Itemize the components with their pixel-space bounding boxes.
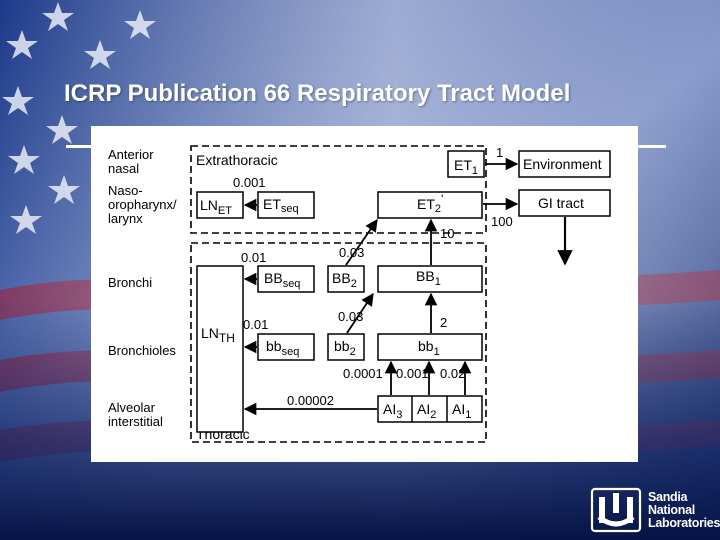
thoracic-region-outline bbox=[190, 242, 487, 443]
rate-et1-environment: 1 bbox=[496, 145, 503, 160]
rate-bb-small-2-bb1: 0.03 bbox=[338, 309, 363, 324]
box-ai-group bbox=[377, 395, 483, 423]
label-bronchi: Bronchi bbox=[108, 275, 152, 290]
box-gi-tract bbox=[518, 189, 611, 217]
rate-ai3: 0.0001 bbox=[343, 366, 383, 381]
rate-ai1: 0.02 bbox=[440, 366, 465, 381]
label-et1: ET1 bbox=[454, 157, 478, 177]
box-ln-th bbox=[196, 265, 244, 433]
label-ai1: AI1 bbox=[452, 401, 471, 421]
label-ln-th: LNTH bbox=[201, 325, 235, 345]
box-bb-small-seq bbox=[257, 333, 315, 361]
rate-ai-ln: 0.00002 bbox=[287, 393, 334, 408]
rate-et-ln: 0.001 bbox=[233, 175, 266, 190]
sandia-thunderbird-icon bbox=[590, 487, 642, 533]
slide-title: ICRP Publication 66 Respiratory Tract Mo… bbox=[64, 80, 571, 107]
box-et2 bbox=[377, 191, 483, 219]
label-bb-seq: BBseq bbox=[264, 270, 300, 290]
label-naso-oropharynx-larynx: Naso- oropharynx/ larynx bbox=[108, 183, 180, 226]
label-extrathoracic: Extrathoracic bbox=[196, 152, 278, 168]
arrow-bb-small-2-to-bb1 bbox=[346, 292, 374, 334]
respiratory-tract-diagram: Anterior nasal Naso- oropharynx/ larynx … bbox=[91, 126, 638, 462]
box-environment bbox=[518, 150, 611, 178]
rate-bb-small-1-bb1: 2 bbox=[440, 315, 447, 330]
box-bb-small-1 bbox=[377, 333, 483, 361]
rate-ai2: 0.001 bbox=[396, 366, 429, 381]
label-bb1: BB1 bbox=[416, 268, 441, 288]
box-ln-et bbox=[196, 191, 244, 219]
label-environment: Environment bbox=[523, 156, 602, 172]
box-bb2 bbox=[327, 265, 365, 293]
rate-bb1-et2: 10 bbox=[440, 226, 454, 241]
label-alveolar-interstitial: Alveolar interstitial bbox=[108, 400, 163, 429]
label-bb-small-1: bb1 bbox=[418, 338, 440, 358]
box-et-seq bbox=[257, 191, 315, 219]
label-bb-small-seq: bbseq bbox=[266, 338, 299, 358]
label-ln-et: LNET bbox=[200, 197, 232, 217]
label-bb2: BB2 bbox=[332, 270, 357, 290]
label-et2: ET2' bbox=[417, 192, 443, 215]
label-gi-tract: GI tract bbox=[538, 195, 584, 211]
label-ai3: AI3 bbox=[383, 401, 402, 421]
box-bb-seq bbox=[257, 265, 315, 293]
flag-stars bbox=[2, 2, 156, 234]
box-et1 bbox=[447, 150, 485, 178]
extrathoracic-region-outline bbox=[190, 145, 487, 234]
box-bb-small-2 bbox=[327, 333, 365, 361]
label-anterior-nasal: Anterior nasal bbox=[108, 147, 157, 176]
rate-et2-gi: 100 bbox=[491, 214, 513, 229]
arrow-bb2-to-et2 bbox=[345, 218, 378, 266]
label-et-seq: ETseq bbox=[263, 196, 299, 215]
label-ai2: AI2 bbox=[417, 401, 436, 421]
rate-bb-ln: 0.01 bbox=[241, 250, 266, 265]
label-bronchioles: Bronchioles bbox=[108, 343, 176, 358]
box-bb1 bbox=[377, 265, 483, 293]
label-bb-small-2: bb2 bbox=[334, 338, 356, 358]
rate-bb2-et2: 0.03 bbox=[339, 245, 364, 260]
rate-bb-small-ln: 0.01 bbox=[243, 317, 268, 332]
